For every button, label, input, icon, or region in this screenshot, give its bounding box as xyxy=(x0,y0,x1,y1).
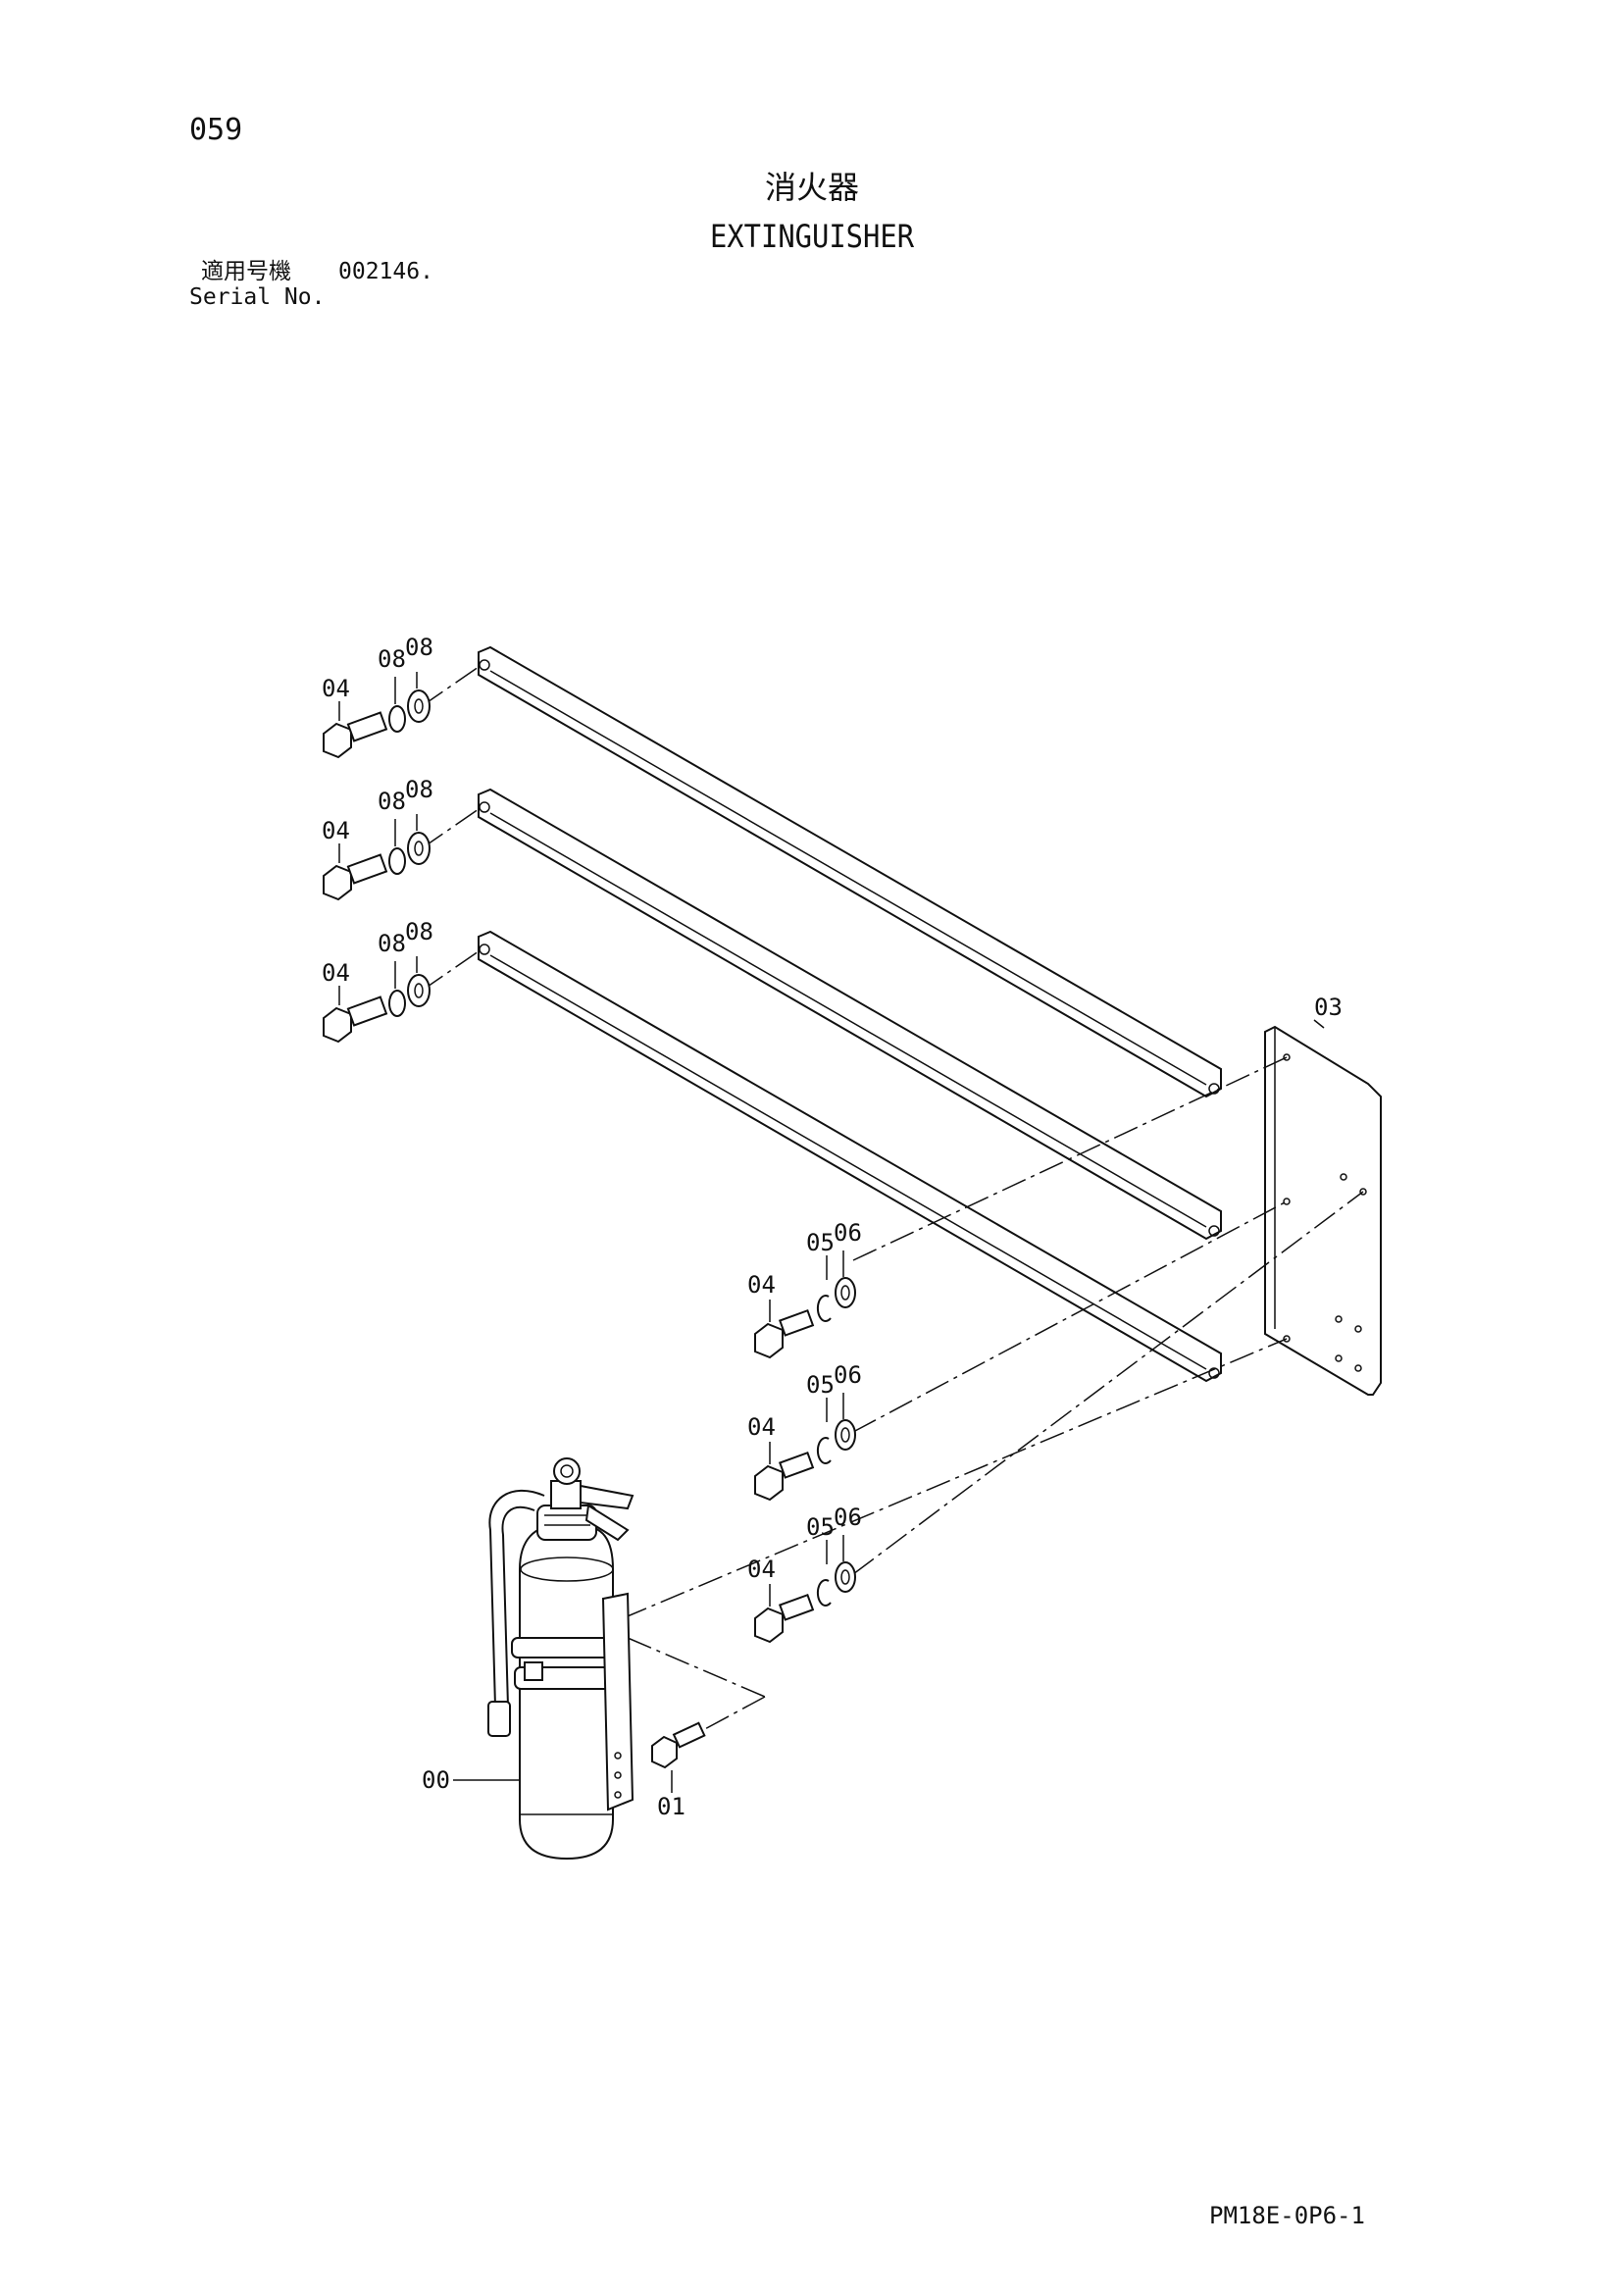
rod-bottom xyxy=(478,930,1222,1383)
bolt-set-center-1 xyxy=(754,1277,856,1359)
bolt-set-left-1 xyxy=(323,689,431,759)
callout-06-c1: 06 xyxy=(834,1219,862,1247)
callout-04-l2: 04 xyxy=(322,817,350,844)
bolt-set-center-3 xyxy=(754,1561,856,1644)
bolt-small xyxy=(651,1721,706,1769)
center-lines xyxy=(421,666,1364,1732)
callout-labels: 04 08 08 04 08 08 04 08 08 03 04 05 06 0… xyxy=(322,634,1343,1820)
callout-04-c3: 04 xyxy=(747,1556,776,1583)
rod-middle xyxy=(478,788,1222,1241)
page-number: 059 xyxy=(189,113,243,147)
callout-00: 00 xyxy=(422,1766,450,1794)
leader-lines xyxy=(338,672,1325,1793)
callout-08-l3b: 08 xyxy=(405,918,433,945)
mounting-plate xyxy=(1264,1025,1382,1396)
callout-04-c2: 04 xyxy=(747,1413,776,1441)
callout-04-l1: 04 xyxy=(322,675,350,702)
document-code: PM18E-0P6-1 xyxy=(1209,2202,1365,2229)
callout-08-l2b: 08 xyxy=(405,776,433,803)
title-japanese: 消火器 xyxy=(764,169,859,206)
bolt-set-left-2 xyxy=(323,832,431,901)
bolt-set-center-2 xyxy=(754,1419,856,1502)
title-english: EXTINGUISHER xyxy=(709,218,915,255)
callout-06-c2: 06 xyxy=(834,1361,862,1389)
callout-01: 01 xyxy=(657,1793,685,1820)
callout-05-c2: 05 xyxy=(806,1371,835,1399)
fire-extinguisher xyxy=(487,1457,634,1861)
serial-value: 002146. xyxy=(338,259,433,284)
callout-04-c1: 04 xyxy=(747,1271,776,1299)
bolt-set-left-3 xyxy=(323,974,431,1044)
callout-03: 03 xyxy=(1314,994,1343,1021)
serial-label-japanese: 適用号機 xyxy=(201,259,291,284)
callout-04-l3: 04 xyxy=(322,959,350,987)
callout-05-c1: 05 xyxy=(806,1229,835,1256)
callout-08-l1a: 08 xyxy=(378,645,406,673)
serial-label-english: Serial No. xyxy=(189,284,326,310)
callout-05-c3: 05 xyxy=(806,1513,835,1541)
callout-08-l1b: 08 xyxy=(405,634,433,661)
callout-06-c3: 06 xyxy=(834,1504,862,1531)
callout-08-l3a: 08 xyxy=(378,930,406,957)
callout-08-l2a: 08 xyxy=(378,788,406,815)
